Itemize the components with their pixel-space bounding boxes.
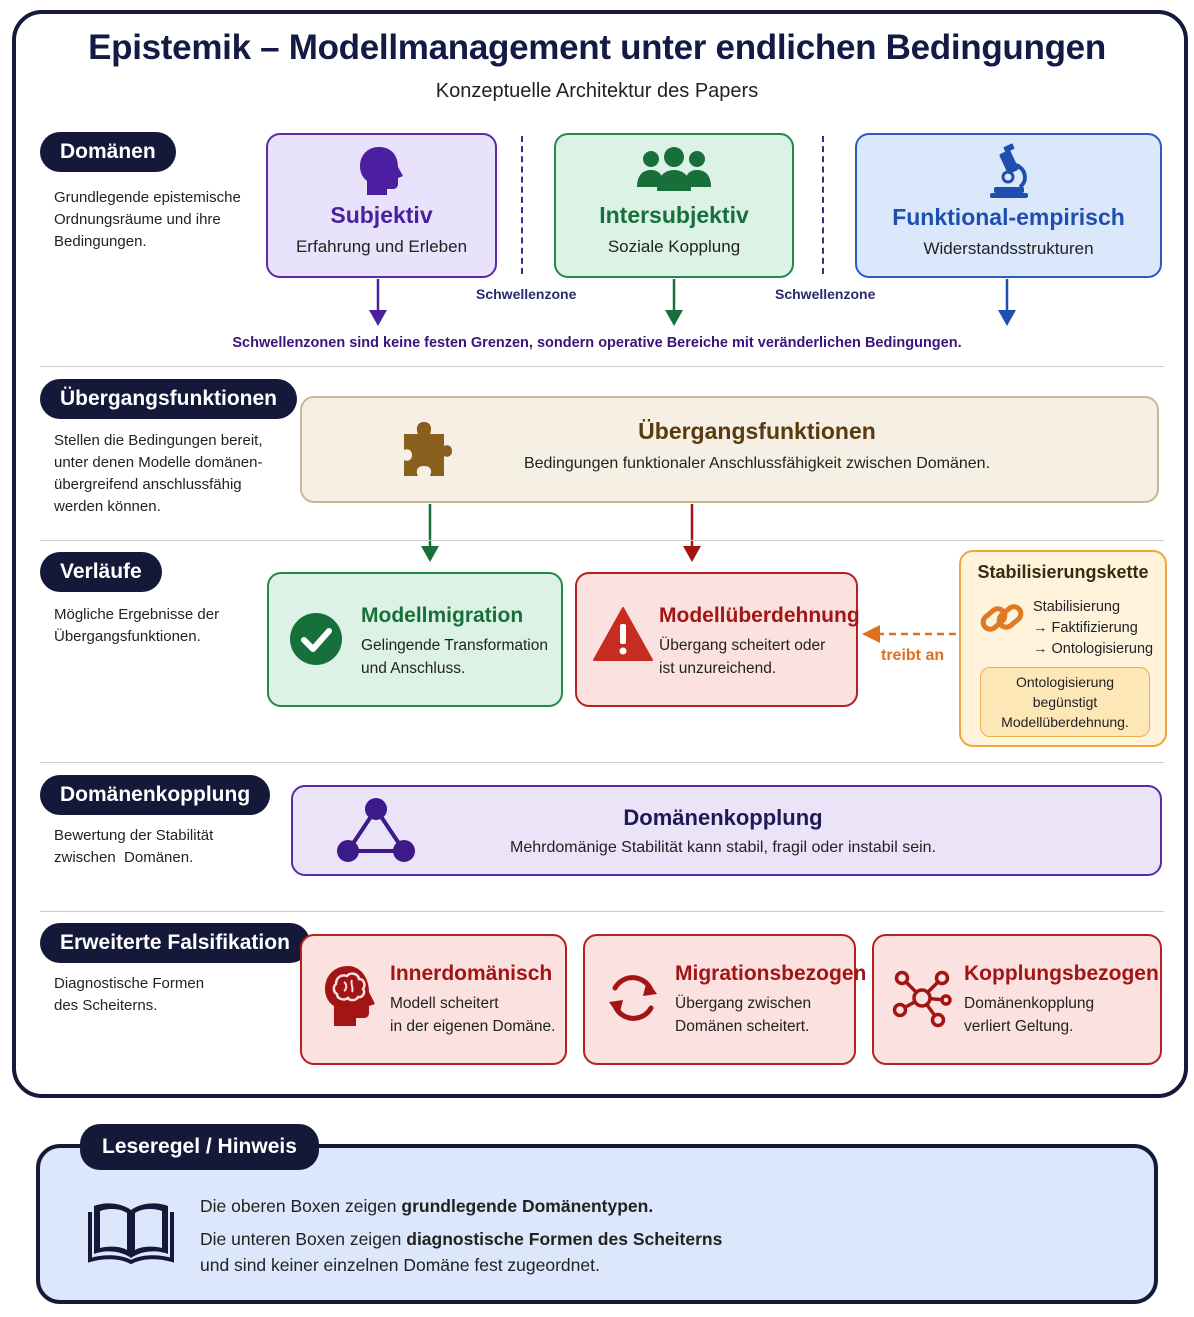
transition-box-subtitle: Bedingungen funktionaler Anschlussfähigk… (523, 455, 991, 472)
arrowhead-intersubjective (665, 310, 683, 326)
domain-title-subjective: Subjektiv (330, 202, 433, 228)
stabilization-chain-box: Stabilisierungskette Stabilisierung → Fa… (959, 550, 1167, 747)
legend-line-1: Die oberen Boxen zeigen grundlegende Dom… (200, 1196, 654, 1216)
head-profile-icon (359, 147, 403, 195)
legend-tab: Leseregel / Hinweis (80, 1124, 319, 1170)
overextension-title: Modellüberdehnung (659, 604, 860, 627)
section-label-domains: Domänen (40, 132, 176, 172)
section-desc-coupling: Bewertung der Stabilität zwischen Domäne… (54, 827, 214, 866)
failure-title-migration: Migrationsbezogen (675, 962, 867, 985)
domain-subtitle-functional-empirical: Widerstandsstrukturen (923, 239, 1094, 258)
domain-title-functional-empirical: Funktional-empirisch (892, 204, 1125, 230)
section-label-transitions: Übergangsfunktionen (40, 379, 298, 419)
coupling-box-title: Domänenkopplung (623, 805, 823, 830)
legend-text: Die oberen Boxen zeigen grundlegende Dom… (200, 1193, 1100, 1278)
chain-link-icon (980, 604, 1024, 632)
microscope-icon (989, 143, 1028, 198)
domain-box-subjective: Subjektiv Erfahrung und Erleben (266, 133, 497, 278)
failure-text-migration: Übergang zwischen Domänen scheitert. (675, 995, 812, 1035)
threshold-label-2: Schwellenzone (775, 286, 876, 302)
transition-box: Übergangsfunktionen Bedingungen funktion… (300, 396, 1159, 503)
arrowhead-subjective (369, 310, 387, 326)
migration-box: Modellmigration Gelingende Transformatio… (267, 572, 563, 707)
section-desc-domains: Grundlegende epistemische Ordnungsräume … (54, 189, 241, 250)
brain-head-icon (325, 966, 375, 1026)
chain-title: Stabilisierungskette (977, 562, 1149, 582)
domain-subtitle-subjective: Erfahrung und Erleben (295, 237, 468, 256)
domain-title-intersubjective: Intersubjektiv (599, 202, 749, 228)
arrowhead-to-migration (421, 546, 439, 562)
coupling-box-subtitle: Mehrdomänige Stabilität kann stabil, fra… (509, 839, 936, 856)
legend-line-3: und sind keiner einzelnen Domäne fest zu… (200, 1255, 600, 1275)
threshold-line-1 (521, 136, 523, 274)
legend-box: Die oberen Boxen zeigen grundlegende Dom… (36, 1144, 1158, 1304)
failure-box-coupling: Kopplungsbezogen Domänenkopplung verlier… (872, 934, 1162, 1065)
migration-text: Gelingende Transformation und Anschluss. (361, 637, 548, 677)
chain-steps: Stabilisierung → Faktifizierung → Ontolo… (1033, 599, 1154, 657)
failure-text-coupling: Domänenkopplung verliert Geltung. (964, 995, 1095, 1035)
warning-icon (593, 607, 653, 661)
drives-label: treibt an (881, 647, 945, 664)
separator-2 (40, 540, 1164, 541)
domain-subtitle-intersubjective: Soziale Kopplung (607, 237, 741, 256)
threshold-line-2 (822, 136, 824, 274)
hub-nodes-icon (892, 970, 952, 1028)
arrowhead-drives (862, 625, 880, 643)
failure-box-migration: Migrationsbezogen Übergang zwischen Domä… (583, 934, 867, 1065)
section-desc-transitions: Stellen die Bedingungen bereit, unter de… (54, 432, 263, 515)
section-desc-falsification: Diagnostische Formen des Scheiterns. (54, 975, 205, 1014)
separator-4 (40, 911, 1164, 912)
section-label-falsification: Erweiterte Falsifikation (40, 923, 310, 963)
network-triangle-icon (337, 798, 415, 862)
transition-box-title: Übergangsfunktionen (638, 418, 876, 444)
failure-text-inner-domain: Modell scheitert in der eigenen Domäne. (390, 995, 556, 1035)
people-group-icon (637, 147, 711, 191)
separator-3 (40, 762, 1164, 763)
legend-line-2: Die unteren Boxen zeigen diagnostische F… (200, 1229, 723, 1249)
threshold-label-1: Schwellenzone (476, 286, 577, 302)
failure-box-inner-domain: Innerdomänisch Modell scheitert in der e… (300, 934, 567, 1065)
failure-title-coupling: Kopplungsbezogen (964, 962, 1159, 985)
cycle-arrows-icon (609, 975, 657, 1021)
arrowhead-functional (998, 310, 1016, 326)
section-desc-outcomes: Mögliche Ergebnisse der Übergangsfunktio… (54, 606, 220, 645)
domain-box-intersubjective: Intersubjektiv Soziale Kopplung (554, 133, 794, 278)
check-circle-icon (290, 613, 342, 665)
overextension-text: Übergang scheitert oder ist unzureichend… (659, 637, 826, 677)
migration-title: Modellmigration (361, 604, 524, 627)
page-title: Epistemik – Modellmanagement unter endli… (88, 28, 1106, 67)
overextension-box: Modellüberdehnung Übergang scheitert ode… (575, 572, 860, 707)
arrowhead-to-overextension (683, 546, 701, 562)
page-subtitle: Konzeptuelle Architektur des Papers (435, 80, 759, 102)
chain-note: Ontologisierung begünstigt Modellüberdeh… (980, 667, 1150, 737)
threshold-note: Schwellenzonen sind keine festen Grenzen… (232, 335, 962, 351)
separator-1 (40, 366, 1164, 367)
section-label-outcomes: Verläufe (40, 552, 162, 592)
domain-box-functional-empirical: Funktional-empirisch Widerstandsstruktur… (855, 133, 1162, 278)
failure-title-inner-domain: Innerdomänisch (390, 962, 553, 985)
coupling-box: Domänenkopplung Mehrdomänige Stabilität … (291, 785, 1162, 876)
puzzle-icon (404, 422, 452, 476)
section-label-coupling: Domänenkopplung (40, 775, 271, 815)
open-book-icon (88, 1203, 174, 1264)
